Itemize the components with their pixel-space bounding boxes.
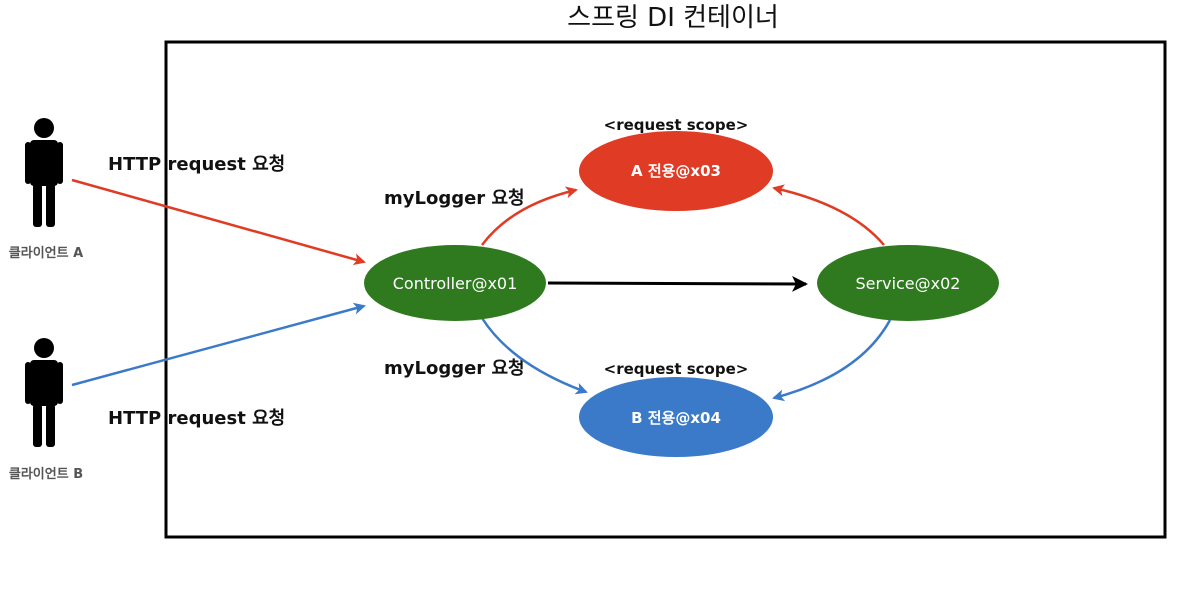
bean-a-label: A 전용@x03 bbox=[631, 162, 721, 180]
http-request-a-label: HTTP request 요청 bbox=[108, 154, 285, 175]
service-to-b-arrow bbox=[772, 319, 892, 402]
bean-b-node: B 전용@x04 bbox=[579, 377, 773, 457]
scope-b-label: <request scope> bbox=[604, 360, 749, 378]
bean-b-label: B 전용@x04 bbox=[631, 409, 721, 427]
scope-a-label: <request scope> bbox=[604, 116, 749, 134]
client-a-label: 클라이언트 A bbox=[9, 245, 83, 261]
mylogger-b-label: myLogger 요청 bbox=[384, 358, 525, 379]
bean-a-node: A 전용@x03 bbox=[579, 131, 773, 211]
http-request-b-arrow bbox=[71, 302, 366, 387]
service-label: Service@x02 bbox=[856, 274, 961, 293]
container-title: 스프링 DI 컨테이너 bbox=[567, 3, 779, 33]
spring-di-container bbox=[164, 40, 1167, 539]
mylogger-a-label: myLogger 요청 bbox=[384, 188, 525, 209]
http-request-a-arrow bbox=[71, 178, 366, 266]
http-request-b-label: HTTP request 요청 bbox=[108, 408, 285, 429]
client-b-label: 클라이언트 B bbox=[9, 466, 83, 482]
controller-node: Controller@x01 bbox=[364, 245, 546, 321]
controller-to-service-arrow bbox=[547, 275, 808, 292]
service-node: Service@x02 bbox=[817, 245, 999, 321]
controller-to-a-arrow bbox=[481, 186, 578, 246]
controller-label: Controller@x01 bbox=[393, 274, 518, 293]
service-to-a-arrow bbox=[772, 184, 885, 246]
person-icon bbox=[25, 118, 63, 227]
controller-to-b-arrow bbox=[480, 317, 588, 395]
person-icon bbox=[25, 338, 63, 447]
